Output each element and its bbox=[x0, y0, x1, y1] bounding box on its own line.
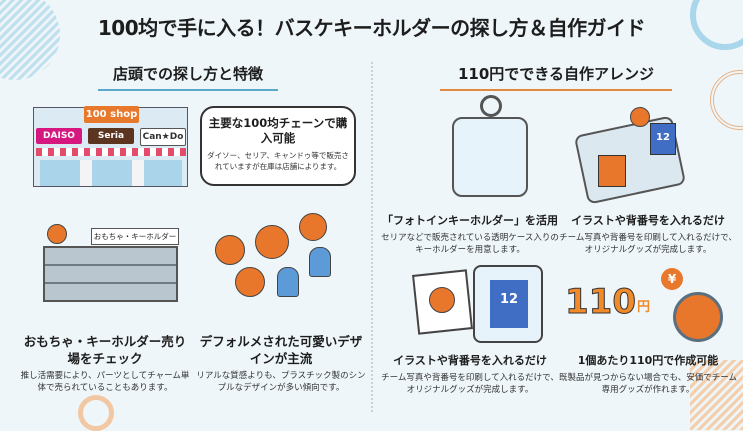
card-title: 1個あたり110円で作成可能 bbox=[577, 354, 719, 367]
decor-ring-bottom bbox=[78, 395, 114, 431]
card-text: 既製品が見つからない場合でも、安価でチーム専用グッズが作れます。 bbox=[559, 373, 737, 395]
keychains-illustration bbox=[205, 205, 350, 300]
player-figure bbox=[309, 247, 331, 277]
card-toy-section: おもちゃ・キーホルダー売り場をチェック 推し活需要により、パーツとしてチャーム単… bbox=[20, 333, 190, 394]
basketball-keychain bbox=[215, 235, 245, 265]
cando-sign: Can★Do bbox=[140, 128, 186, 146]
decor-ring-orange bbox=[710, 70, 743, 130]
shelf-unit bbox=[43, 246, 178, 302]
card-deformed-design: デフォルメされた可愛いデザインが主流 リアルな質感よりも、プラスチック製のシンプ… bbox=[196, 333, 366, 394]
awnings bbox=[36, 148, 186, 156]
card-insert-illustration: 12 bbox=[412, 262, 545, 346]
card-text: セリアなどで販売されている透明ケース入りのキーホルダーを用意します。 bbox=[381, 233, 559, 255]
card-insert-2: イラストや背番号を入れるだけ チーム写真や背番号を印刷して入れるだけで、オリジナ… bbox=[380, 353, 560, 396]
shelf-sign: おもちゃ・キーホルダー bbox=[91, 228, 179, 245]
insert-photo-illustration: 12 bbox=[573, 105, 690, 205]
card-text: 推し活需要により、パーツとしてチャーム単体で売られていることもあります。 bbox=[20, 371, 190, 393]
page-title: 100均で手に入る！バスケキーホルダーの探し方＆自作ガイド bbox=[97, 16, 646, 40]
basketball-keychain bbox=[299, 213, 327, 241]
shelf-illustration: おもちゃ・キーホルダー bbox=[33, 224, 183, 302]
store-illustration: 100 shop DAISO Seria Can★Do bbox=[33, 106, 188, 187]
card-insert: イラストや背番号を入れるだけ チーム写真や背番号を印刷して入れるだけで、オリジナ… bbox=[558, 213, 738, 256]
card-title: イラストや背番号を入れるだけ bbox=[393, 354, 547, 367]
key-ring bbox=[480, 95, 502, 117]
basketball-keychain bbox=[255, 225, 289, 259]
clear-case bbox=[452, 117, 528, 197]
card-text: リアルな質感よりも、プラスチック製のシンプルなデザインが多い傾向です。 bbox=[196, 371, 366, 393]
section-divider bbox=[371, 62, 373, 412]
bubble-title: 主要な100均チェーンで購入可能 bbox=[208, 116, 348, 145]
basketball-icon bbox=[630, 107, 650, 127]
card-text: チーム写真や背番号を印刷して入れるだけで、オリジナルグッズが完成します。 bbox=[381, 373, 559, 395]
basketball-icon bbox=[47, 224, 67, 244]
yen-icon: ¥ bbox=[661, 268, 683, 290]
daiso-sign: DAISO bbox=[36, 128, 82, 144]
decor-ring bbox=[690, 0, 743, 50]
player-figure bbox=[277, 267, 299, 297]
price-unit: 円 bbox=[636, 300, 650, 315]
left-section-heading: 店頭での探し方と特徴 bbox=[98, 63, 278, 91]
speech-bubble: 主要な100均チェーンで購入可能 ダイソー、セリア、キャンドゥ等で販売されていま… bbox=[200, 106, 356, 186]
photo-keyholder-illustration bbox=[450, 95, 530, 200]
card-title: イラストや背番号を入れるだけ bbox=[571, 214, 725, 227]
jersey-card: 12 bbox=[490, 280, 528, 328]
right-section-heading: 110円でできる自作アレンジ bbox=[440, 63, 672, 91]
store-banner: 100 shop bbox=[84, 106, 139, 123]
card-photo-in: 「フォトインキーホルダー」を活用 セリアなどで販売されている透明ケース入りのキー… bbox=[380, 213, 560, 256]
price-group: 110 円 bbox=[565, 282, 650, 323]
card-title: デフォルメされた可愛いデザインが主流 bbox=[199, 334, 363, 366]
price-illustration: 110 円 ¥ bbox=[565, 268, 725, 346]
team-photo-keychain bbox=[673, 292, 723, 342]
jersey-card: 12 bbox=[650, 123, 676, 155]
card-title: おもちゃ・キーホルダー売り場をチェック bbox=[23, 334, 187, 366]
storefront-windows bbox=[40, 160, 182, 186]
card-title: 「フォトインキーホルダー」を活用 bbox=[382, 214, 558, 227]
photo-card bbox=[598, 155, 626, 187]
basketball-keychain bbox=[235, 267, 265, 297]
card-price: 1個あたり110円で作成可能 既製品が見つからない場合でも、安価でチーム専用グッ… bbox=[558, 353, 738, 396]
basketball-icon bbox=[429, 287, 455, 313]
seria-sign: Seria bbox=[88, 128, 134, 144]
price-text: 110 bbox=[565, 282, 637, 323]
bubble-text: ダイソー、セリア、キャンドゥ等で販売されていますが在庫は店舗によります。 bbox=[207, 151, 349, 171]
card-text: チーム写真や背番号を印刷して入れるだけで、オリジナルグッズが完成します。 bbox=[559, 233, 737, 255]
